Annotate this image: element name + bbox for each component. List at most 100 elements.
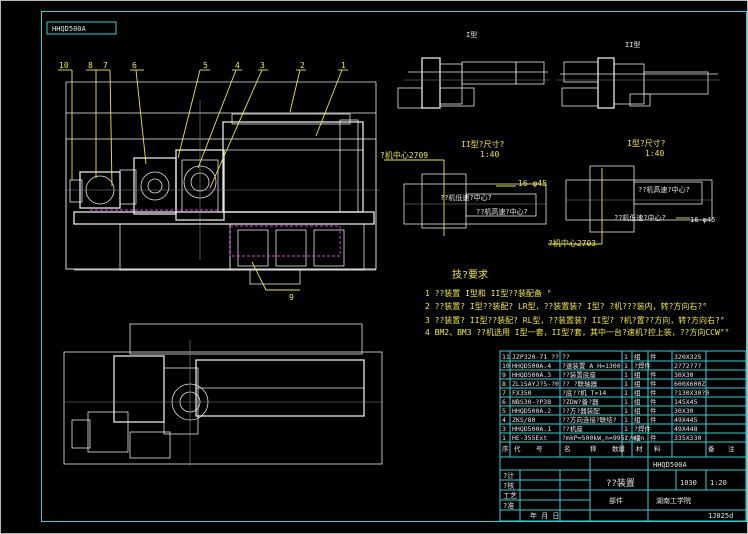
balloon-label: 2 [300, 61, 305, 70]
bom-cell: 件 [650, 406, 657, 415]
bom-cell: ?mkP=500kW,n=995r/min [562, 434, 644, 442]
bom-cell: 1 [624, 398, 628, 406]
bom-cell: 1 [624, 389, 628, 397]
bom-cell: 组 [634, 406, 641, 415]
bom-cell: 件 [650, 433, 657, 442]
bom-cell: 600X600Z [674, 380, 705, 388]
bom-cell: 件 [650, 397, 657, 406]
bom-cell: 1 [624, 380, 628, 388]
bom-cell: 件 [650, 370, 657, 379]
view-label-type-1: I型 [466, 30, 477, 39]
bom-cell: 组 [634, 370, 641, 379]
dim-label: ??机低速?中心? [614, 213, 666, 222]
bom-cell: 335X330 [674, 434, 701, 442]
title-drawing-no: HHQD500A [653, 461, 688, 469]
bom-cell: 2?72?7? [674, 362, 701, 370]
bom-cell: ??方?器装配 [562, 406, 600, 415]
bom-cell: 30X30 [674, 371, 694, 379]
bom-cell: 组 [634, 433, 641, 442]
title-name: ??装置 [606, 477, 635, 489]
bom-header-cell: 代 [514, 444, 521, 453]
drawing-frame [41, 11, 747, 522]
bom-cell: 30X30 [674, 407, 694, 415]
bom-cell: ZKS/80 [512, 416, 536, 424]
bom-cell: 9 [502, 371, 506, 379]
bom-cell: 组 [634, 415, 641, 424]
bom-cell: 6 [502, 398, 506, 406]
bom-cell: 4 [502, 416, 506, 424]
bom-cell: HHQD500A.3 [512, 371, 551, 379]
title-block [499, 456, 747, 522]
main-elevation-view [65, 81, 380, 285]
balloon-label: 6 [132, 61, 137, 70]
bom-cell: ?速装置 A H=1300 [562, 361, 621, 370]
title-sheet: 1030 [680, 479, 697, 487]
bom-cell: 件 [650, 379, 657, 388]
sign-row-label: ?准 [503, 501, 514, 510]
bom-cell: JZP320-71 ?? [512, 353, 559, 361]
bom-cell: 8 [502, 380, 506, 388]
type-1-view [397, 57, 550, 109]
bom-cell: 7 [502, 389, 506, 397]
balloon-label: 9 [289, 293, 294, 302]
section-1-scale: 1:40 [480, 150, 499, 159]
sign-date: 年 月 日 [530, 511, 559, 520]
bom-cell: 1 [624, 416, 628, 424]
bom-cell: ?? [562, 353, 570, 361]
bom-header-cell: 材 [636, 444, 643, 453]
bom-cell: 件 [650, 352, 657, 361]
bom-cell: 组 [634, 397, 641, 406]
bom-cell: ?? ?联轴器 [562, 379, 598, 388]
dim-label: ?机中心2709 [380, 150, 428, 160]
title-revision: 1J025d [708, 512, 733, 520]
notes-title: 技?要求 [452, 268, 488, 281]
dim-label: ??机高速?中心? [476, 207, 528, 216]
bom-cell: ?焊件 [634, 361, 651, 370]
dim-label: ??机低速?中心? [440, 193, 492, 202]
bom-cell: ??方向连接?联结? [562, 415, 617, 424]
bom-cell: 1 [624, 425, 628, 433]
plan-view [63, 323, 383, 466]
part-balloons: 10 8 7 6 5 4 3 2 1 9 [59, 61, 346, 302]
section-2-title: I型?尺寸? [627, 138, 666, 148]
balloon-label: 5 [203, 61, 208, 70]
balloon-label: 10 [59, 61, 69, 70]
bom-cell: NBS30-?P38 [512, 398, 551, 406]
dim-label: ??机高速?中心? [638, 185, 690, 194]
sign-row-label: 工艺 [503, 492, 517, 500]
drawing-code-box [46, 21, 117, 35]
bom-cell: 49X448 [674, 425, 698, 433]
dim-label: ?机中心2703 [548, 238, 596, 248]
bom-cell: 1 [502, 434, 506, 442]
bom-cell: ?ZDW?备?器 [562, 397, 599, 406]
bom-cell: HE-355Ext [512, 434, 547, 442]
drawing-code: HHQD500A [52, 25, 87, 33]
bom-cell: 49X445 [674, 416, 698, 424]
bom-cell: 1 [624, 371, 628, 379]
bom-cell: 145X45 [674, 398, 698, 406]
bom-cell: 3 [502, 425, 506, 433]
bom-cell: FX350 [512, 389, 532, 397]
bom-cell: 320X325 [674, 353, 701, 361]
title-part-type: 部件 [609, 496, 623, 505]
balloon-label: 4 [235, 61, 240, 70]
section-1-title: II型?尺寸? [461, 139, 504, 149]
bom-cell: 组 [634, 379, 641, 388]
bom-header-cell: 料 [654, 444, 661, 453]
section-2-drawing [548, 165, 713, 245]
title-company: 湖南工学院 [656, 496, 691, 505]
balloon-label: 7 [103, 61, 108, 70]
bom-cell: 1 [624, 362, 628, 370]
section-1-drawing [384, 159, 547, 236]
bom-header-cell: 号 [536, 445, 543, 453]
balloon-label: 1 [341, 61, 346, 70]
title-scale: 1:20 [710, 479, 727, 487]
bom-cell: HHQD500A.4 [512, 362, 551, 370]
type-2-view [556, 57, 720, 109]
note-line: 3 ??装置? II型??装配? RL型，??装置装? II型? ?机?置??方… [425, 315, 725, 325]
dim-label: 16-φ45 [690, 216, 715, 224]
sign-row-label: ?核 [503, 481, 514, 490]
